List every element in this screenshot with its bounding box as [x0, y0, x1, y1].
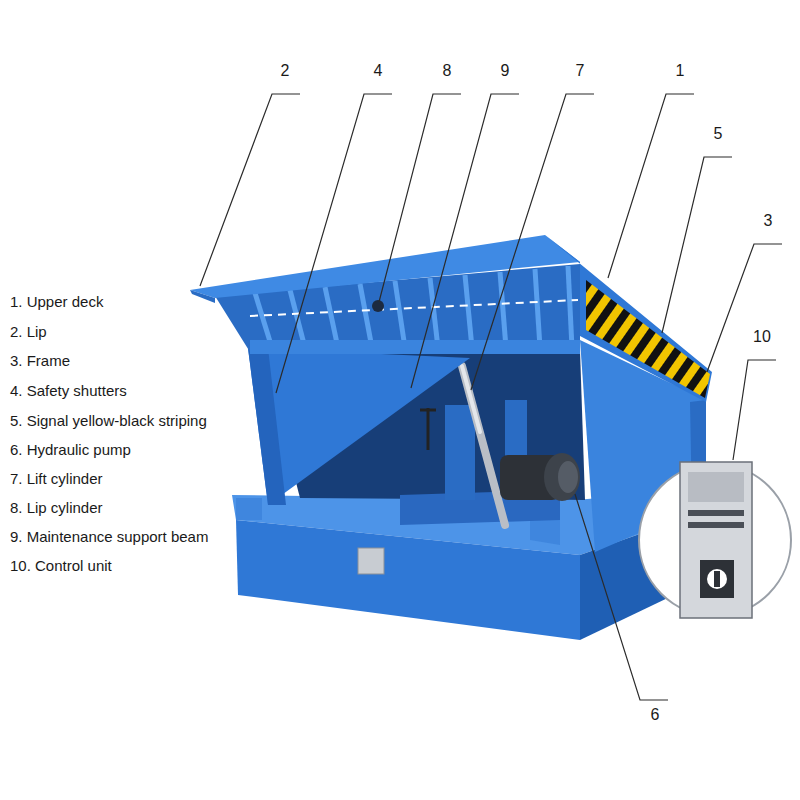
- legend-item: 2. Lip: [10, 323, 47, 340]
- legend-item: 3. Frame: [10, 352, 70, 369]
- callout-number: 7: [576, 62, 585, 80]
- safety-shutter: [248, 348, 470, 505]
- lip: [190, 290, 215, 303]
- support-post: [445, 405, 475, 500]
- callout-number: 4: [374, 62, 383, 80]
- callout-number: 9: [501, 62, 510, 80]
- legend-item: 8. Lip cylinder: [10, 499, 103, 516]
- legend-item: 5. Signal yellow-black striping: [10, 412, 207, 429]
- leader-lines: [200, 94, 782, 700]
- legend-item: 4. Safety shutters: [10, 382, 127, 399]
- main-switch: [700, 560, 734, 598]
- callout-number: 2: [281, 62, 290, 80]
- nameplate: [358, 548, 384, 574]
- frame-front: [236, 520, 580, 640]
- upper-deck: [190, 235, 580, 298]
- callout-number: 6: [651, 706, 660, 724]
- legend-item: 1. Upper deck: [10, 293, 103, 310]
- lip-cylinder: [372, 300, 384, 312]
- control-panel: [688, 472, 744, 502]
- frame-post: [236, 498, 262, 520]
- lift-cylinder-rod: [462, 366, 480, 432]
- legend-item: 9. Maintenance support beam: [10, 528, 208, 545]
- callout-number: 10: [753, 328, 771, 346]
- maintenance-beam: [427, 408, 430, 450]
- pump-motor: [558, 461, 578, 493]
- callout-number: 8: [443, 62, 452, 80]
- safety-shutter-edge: [248, 348, 286, 505]
- callout-number: 1: [676, 62, 685, 80]
- legend-item: 10. Control unit: [10, 557, 112, 574]
- callout-number: 5: [714, 125, 723, 143]
- callout-number: 3: [764, 212, 773, 230]
- signal-striping: [586, 280, 710, 398]
- main-switch-knob: [714, 571, 720, 587]
- legend-item: 6. Hydraulic pump: [10, 441, 131, 458]
- lift-cylinder: [462, 366, 505, 525]
- legend-item: 7. Lift cylinder: [10, 470, 103, 487]
- deck-side: [545, 235, 712, 402]
- maintenance-beam: [420, 409, 436, 412]
- control-unit: [680, 462, 752, 618]
- pump-motor: [544, 453, 580, 501]
- control-button: [688, 510, 744, 516]
- main-switch-knob: [707, 569, 727, 589]
- control-button: [688, 522, 744, 528]
- deck-beam: [250, 340, 580, 354]
